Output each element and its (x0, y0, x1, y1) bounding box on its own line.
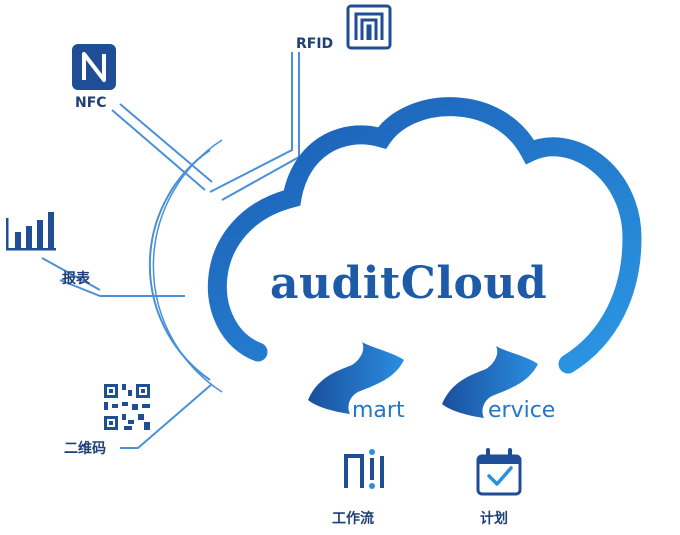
bar-chart-icon (6, 212, 56, 251)
qr-code-icon (104, 384, 150, 430)
nfc-label: NFC (75, 95, 107, 111)
report-label: 报表 (62, 271, 90, 287)
workflow-icon (344, 449, 384, 489)
connector-lines (41, 52, 300, 449)
connector-arc-outer (152, 139, 223, 393)
connector-rfid (209, 52, 293, 193)
cloud-outline (207, 97, 642, 374)
rfid-label: RFID (296, 36, 334, 52)
s-swoosh-1 (308, 342, 404, 414)
s-swoosh-2 (442, 346, 538, 418)
brand-sub-mart: mart (352, 398, 405, 423)
nfc-icon (72, 44, 116, 90)
plan-label: 计划 (480, 511, 508, 527)
brand-sub-ervice: ervice (488, 398, 556, 423)
connector-qrcode (120, 383, 213, 449)
calendar-check-icon (476, 448, 522, 496)
connector-nfc (111, 109, 206, 191)
qrcode-label: 二维码 (64, 441, 106, 457)
connector-report (59, 279, 185, 297)
brand-title: auditCloud (270, 258, 548, 309)
connector-arc (148, 149, 211, 381)
connector-report-2 (41, 257, 101, 291)
workflow-label: 工作流 (332, 511, 374, 527)
connector-nfc-2 (119, 103, 213, 183)
rfid-icon (346, 4, 392, 50)
